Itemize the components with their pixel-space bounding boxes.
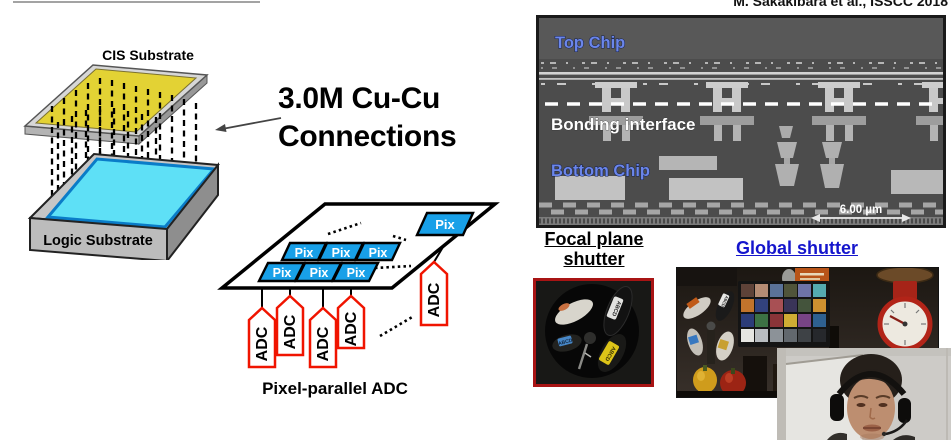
headline-line2: Connections xyxy=(278,120,457,153)
distorted-fan: ABCD ABCD ABCD xyxy=(552,286,633,372)
fan-blade-label: ABCD xyxy=(558,338,574,348)
pix-label: Pix xyxy=(273,266,292,280)
headphone-earcup-left xyxy=(830,394,844,421)
title-underline xyxy=(13,1,260,3)
pix-label: Pix xyxy=(332,246,351,260)
headline-line1: 3.0M Cu-Cu xyxy=(278,82,441,115)
adc-diagram-caption: Pixel-parallel ADC xyxy=(262,379,408,398)
focal-caption-line2: shutter xyxy=(563,249,625,269)
scale-bar: 6.00 µm xyxy=(811,204,911,222)
adc-label: ADC xyxy=(343,311,360,346)
presenter-webcam xyxy=(777,348,951,440)
headphone-earcup-right xyxy=(898,398,911,423)
adc-label: ADC xyxy=(315,326,332,361)
pix-label: Pix xyxy=(310,266,329,280)
headline: 3.0M Cu-Cu Connections xyxy=(278,80,457,156)
pix-label: Pix xyxy=(295,246,314,260)
scale-label: 6.00 µm xyxy=(840,204,882,216)
logic-substrate-label: Logic Substrate xyxy=(43,233,153,249)
headphones-band xyxy=(836,371,907,396)
stacked-substrate-diagram: CIS Substrate Logi xyxy=(23,47,220,260)
lower-metal-structures xyxy=(555,126,943,200)
focal-plane-shutter-photo: ABCD ABCD ABCD xyxy=(533,278,654,387)
pix-label: Pix xyxy=(347,266,366,280)
presenter xyxy=(827,354,915,440)
cis-substrate-label: CIS Substrate xyxy=(102,47,194,63)
sem-cross-section: 6.00 µm Top Chip Bonding interface Botto… xyxy=(536,15,946,228)
citation-text: M. Sakakibara et al., ISSCC 2018 xyxy=(733,0,948,9)
via-structures xyxy=(589,82,943,141)
adc-label: ADC xyxy=(282,314,299,349)
logic-substrate-box: Logic Substrate xyxy=(27,152,220,260)
bottom-chip-label: Bottom Chip xyxy=(551,162,650,180)
pix-label: Pix xyxy=(435,217,455,232)
adc-label: ADC xyxy=(426,282,443,317)
mic-boom xyxy=(884,419,909,436)
adc-connectors xyxy=(261,246,444,308)
ellipsis-dots xyxy=(327,221,415,338)
sharp-fan: ABCD xyxy=(683,291,735,364)
focal-plane-shutter-caption: Focal plane shutter xyxy=(531,229,657,269)
peppers xyxy=(693,365,746,396)
pix-tiles xyxy=(257,211,475,283)
global-shutter-caption: Global shutter xyxy=(735,238,858,258)
kitchen-scale xyxy=(876,268,934,364)
arrow-icon xyxy=(215,117,282,132)
focal-caption-line1: Focal plane xyxy=(544,229,644,249)
pix-label: Pix xyxy=(369,246,388,260)
pixel-parallel-adc-diagram: Pix Pix Pix Pix Pix Pix Pix ADC ADC ADC … xyxy=(217,202,500,369)
adc-tags xyxy=(247,260,449,369)
bonding-interface-label: Bonding interface xyxy=(551,115,696,134)
fan-blade-label: ABCD xyxy=(720,295,729,308)
adc-label: ADC xyxy=(254,326,271,361)
fan-blade-label: ABCD xyxy=(610,300,622,317)
color-checker-chart xyxy=(738,281,830,347)
top-chip-label: Top Chip xyxy=(555,34,625,52)
